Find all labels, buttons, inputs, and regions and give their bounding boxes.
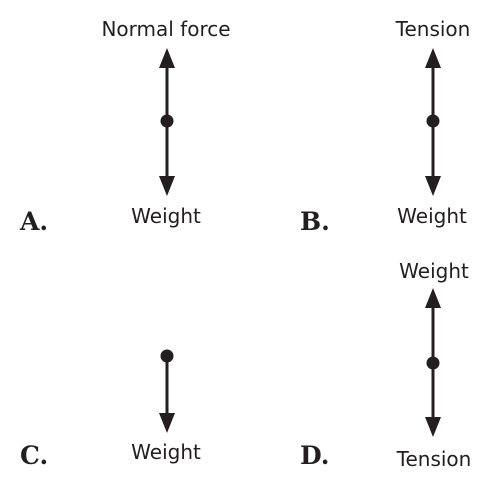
option-c-weight-label: Weight — [131, 440, 201, 464]
option-b-weight-label: Weight — [397, 204, 467, 228]
option-a-down-arrowhead — [159, 176, 175, 196]
option-b-down-arrowhead — [425, 176, 441, 196]
option-d-letter: D. — [300, 441, 330, 470]
option-d-weight-label: Weight — [399, 259, 469, 283]
option-a-normal-force-label: Normal force — [101, 17, 231, 41]
option-c-letter: C. — [20, 441, 49, 470]
option-d-down-arrowhead — [425, 417, 441, 437]
option-a-up-arrowhead — [159, 48, 175, 68]
option-c-object-dot — [160, 349, 174, 363]
option-d-tension-label: Tension — [396, 447, 472, 471]
option-c-down-arrowhead — [159, 413, 175, 433]
option-a-weight-label: Weight — [131, 204, 201, 228]
option-d-up-arrowhead — [425, 288, 441, 308]
option-b-tension-label: Tension — [395, 17, 471, 41]
option-b-object-dot — [426, 114, 440, 128]
option-b-letter: B. — [300, 207, 330, 236]
option-a-letter: A. — [20, 207, 49, 236]
option-b-up-arrowhead — [425, 48, 441, 68]
option-a-object-dot — [160, 114, 174, 128]
option-d-object-dot — [426, 356, 440, 370]
